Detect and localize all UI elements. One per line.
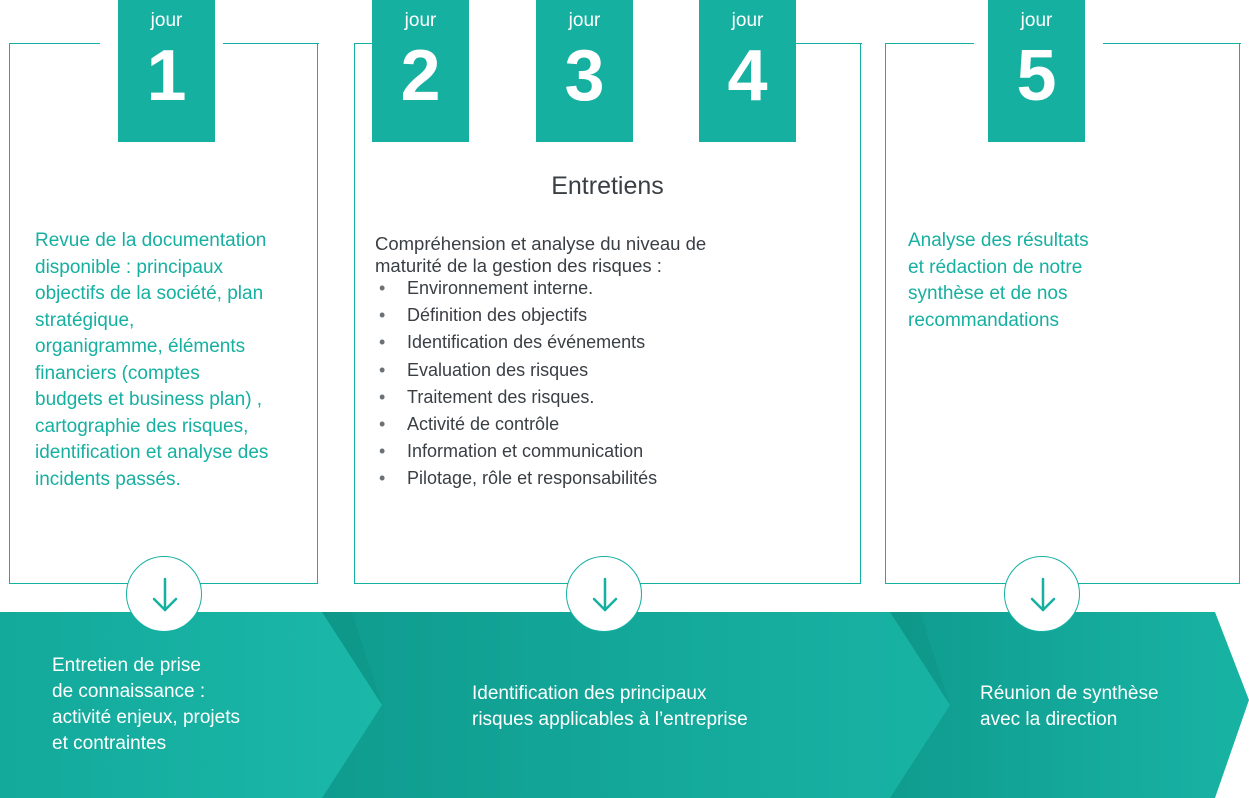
bullet-item: Activité de contrôle <box>375 411 845 438</box>
day-badge-2: jour 2 <box>372 0 469 142</box>
day-badge-1: jour 1 <box>118 0 215 142</box>
bullet-item: Pilotage, rôle et responsabilités <box>375 465 845 492</box>
day-badge-4: jour 4 <box>699 0 796 142</box>
day-number: 1 <box>146 36 187 116</box>
day-badge-3: jour 3 <box>536 0 633 142</box>
bullet-item: Identification des événements <box>375 329 845 356</box>
panel-2-intro: Compréhension et analyse du niveau de ma… <box>375 233 707 276</box>
bullet-item: Evaluation des risques <box>375 357 845 384</box>
day-number: 3 <box>564 36 605 116</box>
band-step-2-text: Identification des principaux risques ap… <box>472 683 748 730</box>
panel-3-text: Analyse des résultats et rédaction de no… <box>908 230 1089 331</box>
day-number: 5 <box>1016 36 1057 116</box>
panel-1-text: Revue de la documentation disponible : p… <box>35 230 269 490</box>
panel-2-bullet-list: Environnement interne. Définition des ob… <box>375 275 845 493</box>
bullet-item: Traitement des risques. <box>375 384 845 411</box>
arrow-down-icon <box>592 577 618 612</box>
day-label: jour <box>1020 10 1053 31</box>
band-step-3-text: Réunion de synthèse avec la direction <box>980 683 1159 730</box>
arrow-circle-2 <box>566 556 642 632</box>
day-label: jour <box>731 10 764 31</box>
bullet-item: Information et communication <box>375 438 845 465</box>
day-label: jour <box>568 10 601 31</box>
band-step-1 <box>0 612 382 798</box>
arrow-down-icon <box>152 577 178 612</box>
day-label: jour <box>404 10 437 31</box>
day-number: 2 <box>400 36 441 116</box>
band-step-2 <box>318 612 950 798</box>
day-badge-5: jour 5 <box>988 0 1085 142</box>
bullet-item: Environnement interne. <box>375 275 845 302</box>
day-number: 4 <box>727 36 768 116</box>
panel-2-title: Entretiens <box>551 172 664 200</box>
arrow-circle-1 <box>126 556 202 632</box>
day-label: jour <box>150 10 183 31</box>
bullet-item: Définition des objectifs <box>375 302 845 329</box>
band-step-3 <box>885 612 1249 798</box>
arrow-circle-3 <box>1004 556 1080 632</box>
arrow-down-icon <box>1030 577 1056 612</box>
band-step-1-text: Entretien de prise de connaissance : act… <box>52 655 240 754</box>
